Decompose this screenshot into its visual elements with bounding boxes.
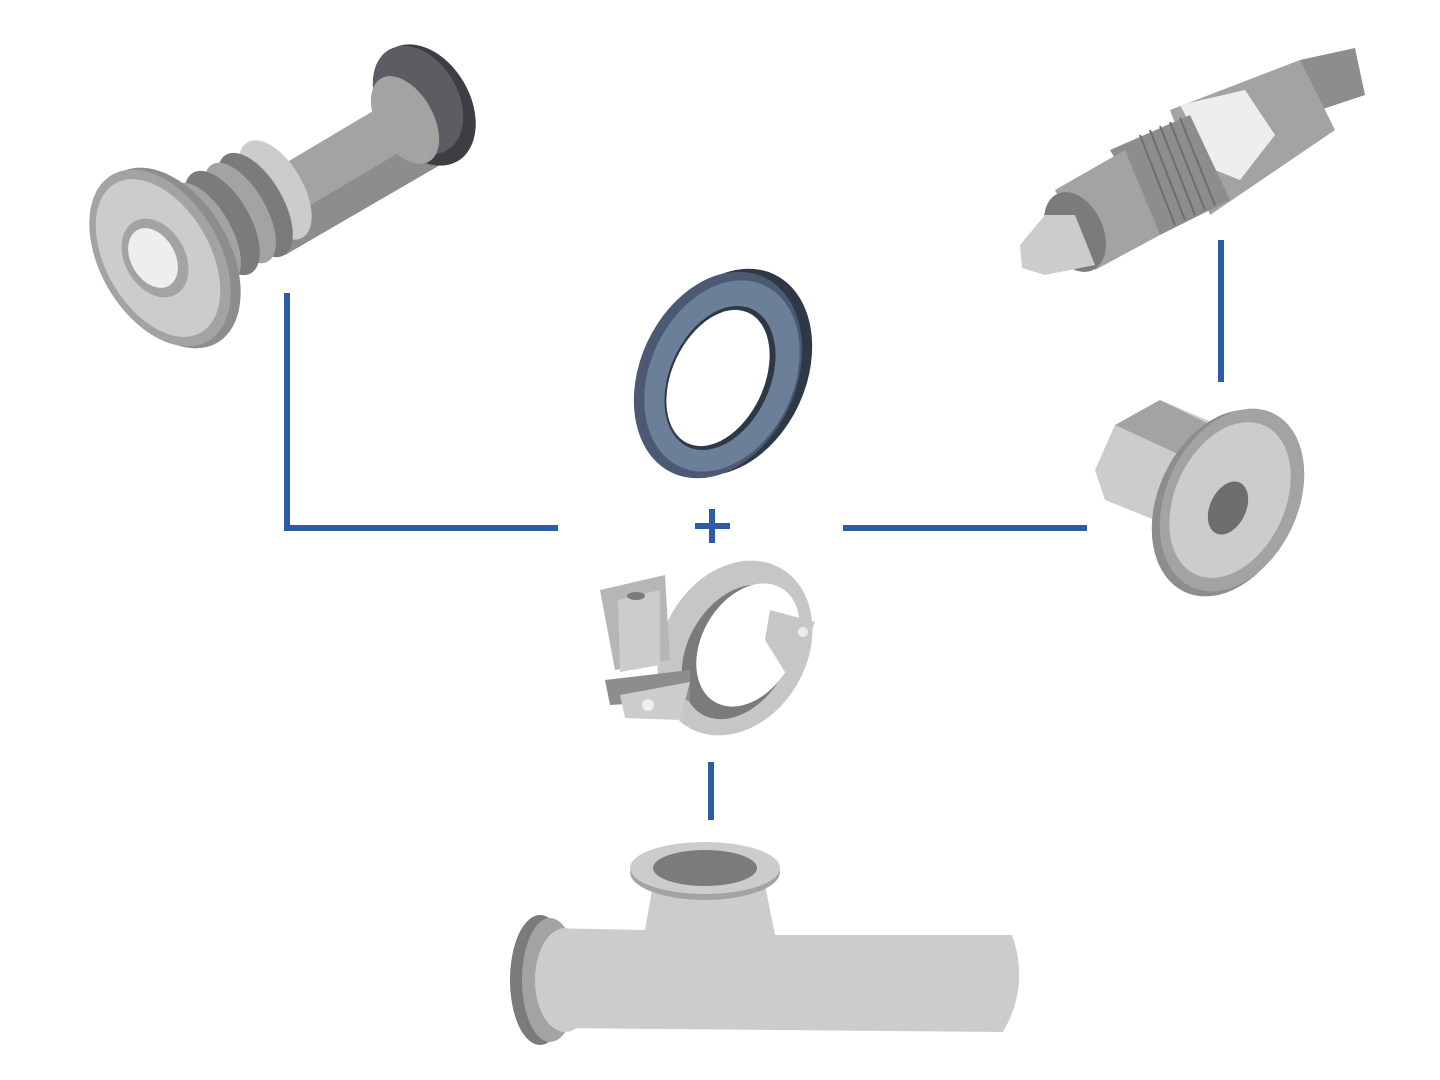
ferrule-adapter bbox=[1095, 400, 1305, 597]
connector-lines bbox=[284, 240, 1224, 820]
plus-icon bbox=[695, 509, 730, 543]
tee-pipe bbox=[510, 842, 1020, 1045]
sensor-left bbox=[89, 44, 476, 349]
sensor-right bbox=[1020, 48, 1365, 275]
gasket bbox=[633, 268, 813, 479]
connector-left bbox=[284, 293, 558, 531]
clamp bbox=[600, 560, 815, 736]
